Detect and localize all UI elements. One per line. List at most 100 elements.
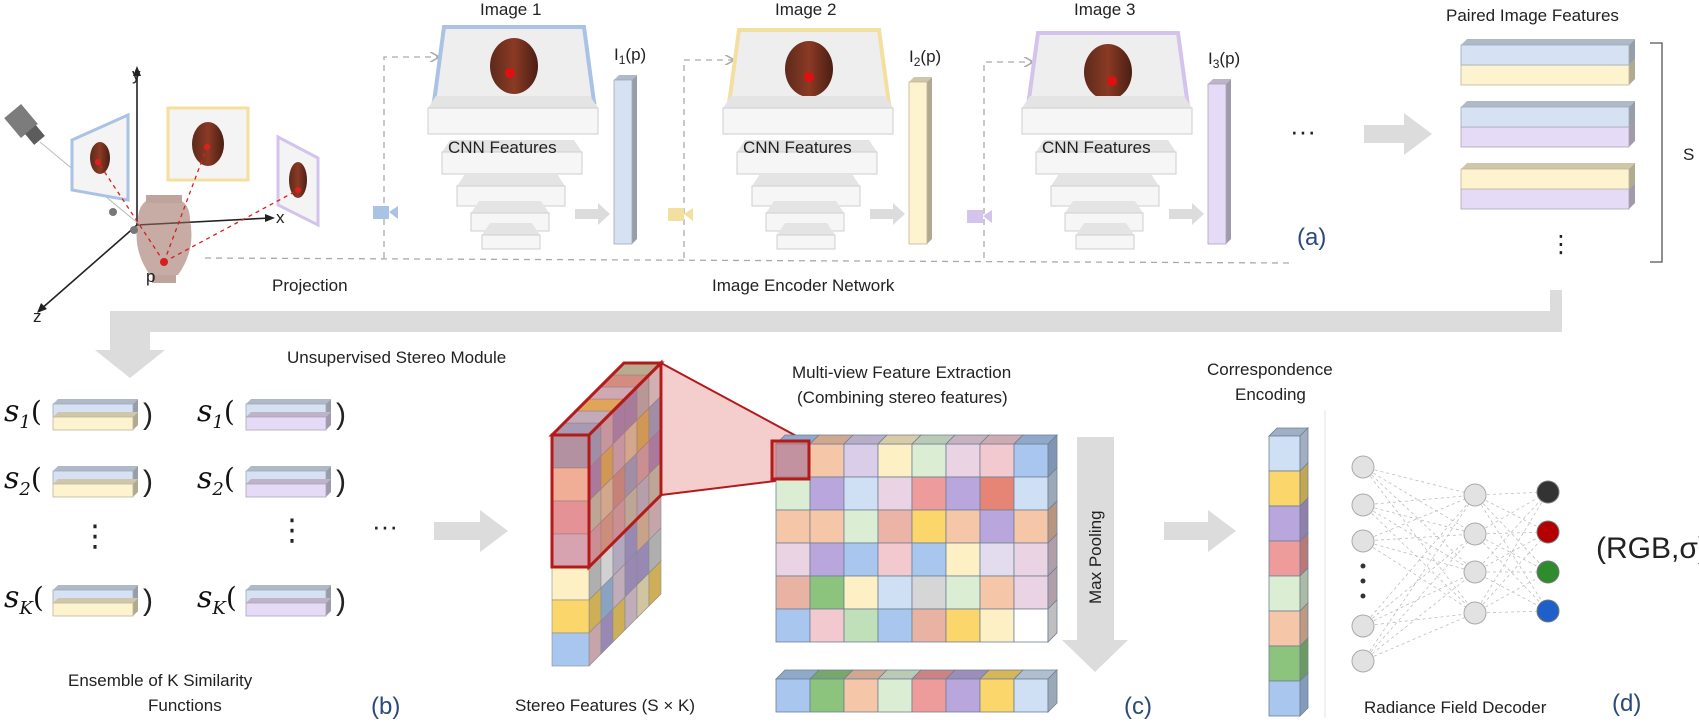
arrow-to-feature: [575, 203, 610, 225]
arrow-to-feature: [870, 203, 905, 225]
feature-vector: [613, 75, 637, 245]
hidden-neuron: [1463, 560, 1487, 584]
pooled-cell: [1013, 678, 1049, 713]
stereo-features-label: Stereo Features (S × K): [515, 696, 695, 715]
camera-icon: [373, 206, 389, 219]
vase-object: [136, 195, 192, 283]
ensemble-label-2: Functions: [148, 696, 222, 715]
grid-cell: [843, 509, 879, 544]
cnn-layer: [1021, 107, 1193, 135]
correspondence-cell: [1268, 540, 1301, 577]
grid-cell: [877, 443, 913, 478]
volume-front-cell: [551, 632, 590, 667]
pooled-cell: [979, 678, 1015, 713]
grid-cell: [1013, 443, 1049, 478]
projection-label: Projection: [272, 276, 348, 295]
projection-rays: [97, 146, 299, 263]
scene-3d: y x z p: [4, 65, 320, 326]
cnn-features-label: CNN Features: [743, 138, 852, 157]
projected-point: [804, 72, 814, 82]
projected-point: [505, 68, 515, 78]
ensemble-label-1: Ensemble of K Similarity: [68, 671, 253, 690]
grid-cell: [1013, 476, 1049, 511]
grid-cell: [945, 608, 981, 643]
grid-cell: [877, 542, 913, 577]
axis-x-label: x: [276, 208, 285, 227]
sim-vdots-left: ⋮: [80, 520, 110, 553]
grid-cell: [775, 476, 811, 511]
similarity-2-right: s2(): [197, 461, 346, 500]
close-paren: ): [143, 398, 153, 431]
image-title: Image 3: [1074, 0, 1135, 19]
pooled-cell: [843, 678, 879, 713]
pooled-cell: [945, 678, 981, 713]
feature-top: [1460, 163, 1635, 190]
grid-cell: [1013, 509, 1049, 544]
vase-thumbnail: [785, 41, 833, 97]
max-pooling-label: Max Pooling: [1086, 510, 1105, 604]
output-neuron: [1536, 599, 1560, 623]
grid-cell: [945, 575, 981, 610]
pooled-cell: [809, 678, 845, 713]
correspondence-cell: [1268, 470, 1301, 507]
encoder-label: Image Encoder Network: [712, 276, 895, 295]
feature-bottom: [245, 479, 331, 498]
hidden-neuron: [1463, 483, 1487, 507]
volume-front-cell: [551, 599, 590, 634]
multiview-label-2: (Combining stereo features): [797, 388, 1008, 407]
cnn-layer: [1075, 234, 1135, 250]
unsupervised-stereo-label: Unsupervised Stereo Module: [287, 348, 506, 367]
grid-cell: [809, 443, 845, 478]
correspondence-cell: [1268, 645, 1301, 682]
projected-point: [1107, 76, 1117, 86]
similarity-2-left: s2(): [4, 461, 153, 500]
feature-top: [1460, 39, 1635, 66]
sim-ellipsis: ···: [372, 511, 398, 541]
highlight-front: [550, 433, 591, 569]
close-paren: ): [336, 398, 346, 431]
correspondence-cell: [1268, 610, 1301, 647]
feature-vector: [1207, 79, 1231, 245]
input-neuron: [1351, 614, 1375, 638]
image-plane-2: [166, 106, 250, 182]
similarity-K-right: sK(): [197, 580, 346, 619]
correspondence-label-2: Encoding: [1235, 385, 1306, 404]
correspondence-cell: [1268, 505, 1301, 542]
similarity-symbol: sK(: [4, 580, 44, 619]
output-label: (RGB,σ): [1596, 532, 1699, 565]
grid-cell: [843, 476, 879, 511]
pooled-cell: [877, 678, 913, 713]
grid-cell: [809, 542, 845, 577]
vase-thumbnail: [1084, 44, 1132, 100]
grid-cell: [911, 443, 947, 478]
feature-bottom: [52, 479, 138, 498]
arrow-to-stereo: [434, 510, 508, 552]
panel-b-label: (b): [371, 693, 400, 720]
grid-cell: [1013, 575, 1049, 610]
feature-bottom: [52, 598, 138, 617]
paired-feature-1: [1460, 39, 1635, 86]
axis-y-label: y: [132, 65, 141, 84]
grid-cell: [775, 575, 811, 610]
close-paren: ): [143, 465, 153, 498]
image-plane-3: [276, 134, 320, 228]
neuron-ellipsis-dot: [1360, 563, 1366, 569]
input-neuron: [1351, 649, 1375, 673]
grid-cell: [877, 575, 913, 610]
camera-icon: [668, 208, 684, 221]
arrow-to-paired: [1364, 113, 1432, 155]
multiview-feature-grid: [770, 434, 1058, 643]
volume-side-cell: [648, 560, 662, 607]
grid-cell: [911, 542, 947, 577]
grid-cell: [979, 443, 1015, 478]
input-neuron: [1351, 493, 1375, 517]
panel-a-label: (a): [1297, 224, 1326, 251]
paired-feature-2: [1460, 101, 1635, 148]
feature-top: [1460, 101, 1635, 128]
similarity-symbol: s2(: [4, 461, 42, 500]
grid-cell: [809, 608, 845, 643]
z-axis: [39, 224, 138, 311]
